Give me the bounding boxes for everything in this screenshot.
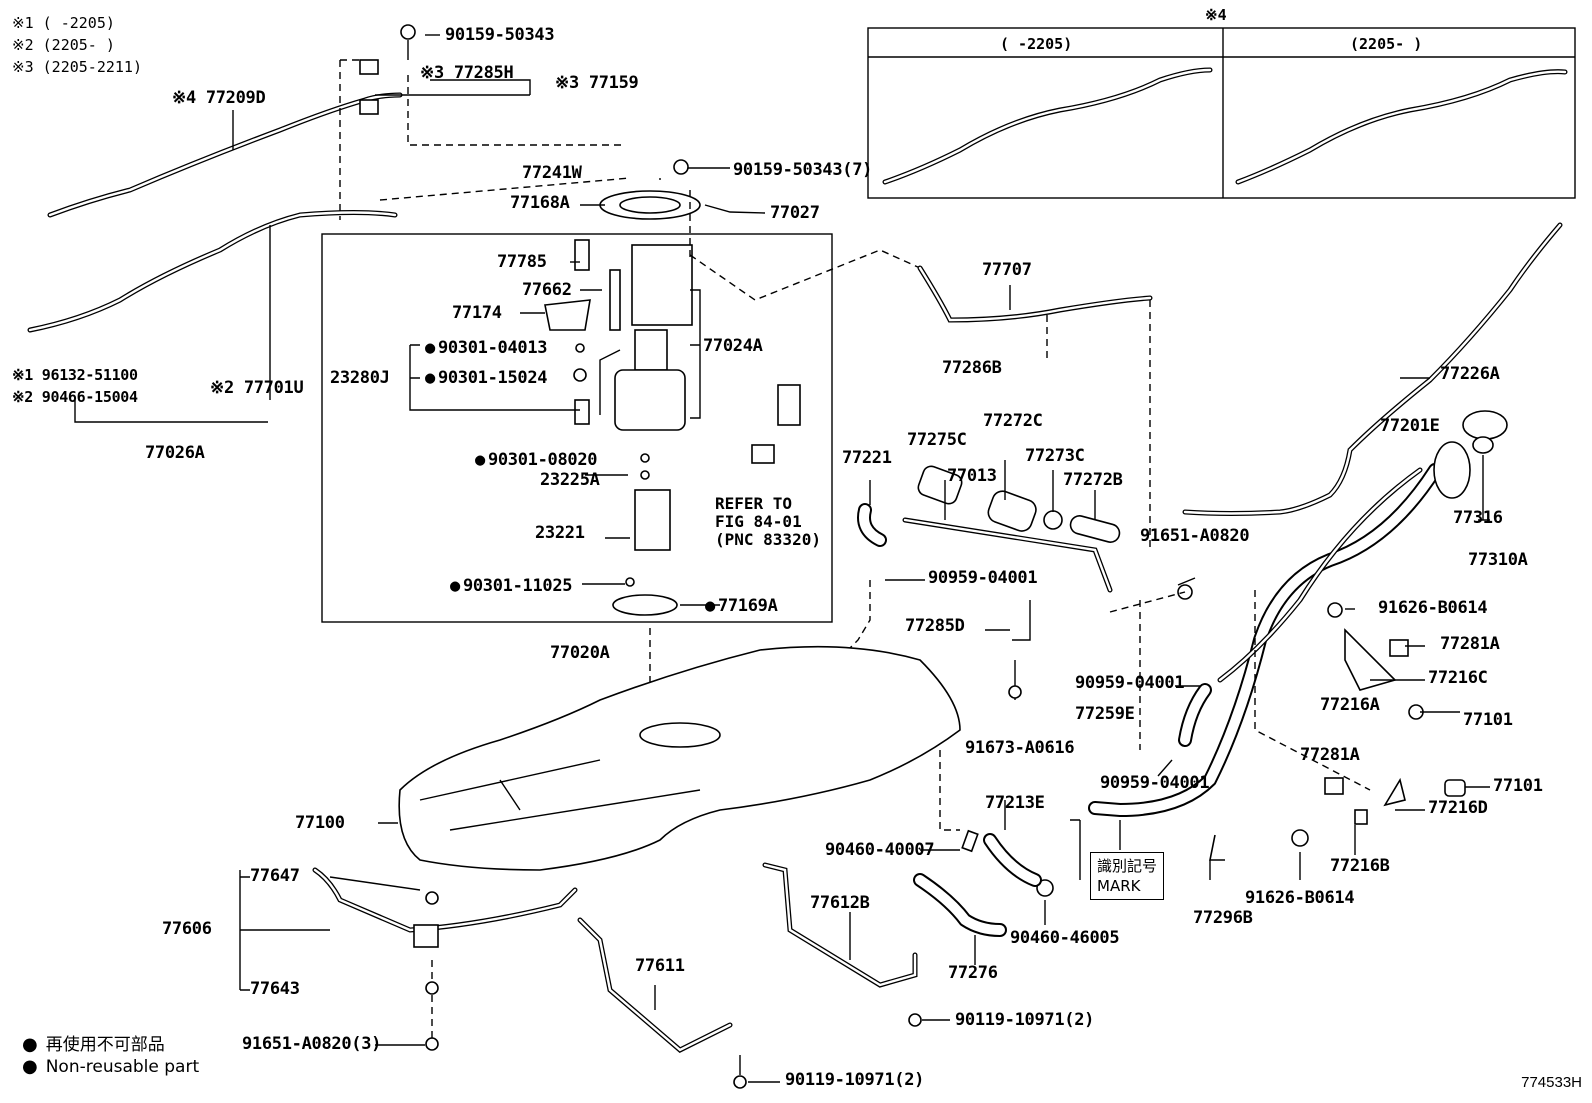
part-label[interactable]: 77310A [1468, 550, 1528, 570]
diagram-number: 774533H [1521, 1074, 1582, 1091]
note-3: ※3 (2205-2211) [12, 58, 142, 76]
part-label[interactable]: 90460-46005 [1010, 928, 1120, 948]
part-label[interactable]: 77024A [703, 336, 763, 356]
part-label[interactable]: 77707 [982, 260, 1032, 280]
part-label[interactable]: 91626-B0614 [1378, 598, 1488, 618]
legend-jp: ● 再使用不可部品 [22, 1030, 165, 1055]
fuel-tank [398, 645, 961, 871]
part-label[interactable]: 77213E [985, 793, 1045, 813]
part-label[interactable]: 77275C [907, 430, 967, 450]
part-label[interactable]: 77226A [1440, 364, 1500, 384]
mark-box-en: MARK [1097, 877, 1141, 895]
part-label[interactable]: 23225A [540, 470, 600, 490]
part-label[interactable]: 77643 [250, 979, 300, 999]
part-label[interactable]: 77662 [522, 280, 572, 300]
part-label[interactable]: 77281A [1300, 745, 1360, 765]
inset-col-right: (2205- ) [1350, 35, 1423, 53]
part-label[interactable]: 90959-04001 [1075, 673, 1185, 693]
part-label[interactable]: 77027 [770, 203, 820, 223]
note-2: ※2 (2205- ) [12, 36, 115, 54]
part-label[interactable]: 77606 [162, 919, 212, 939]
part-label[interactable]: 90301-11025 [450, 578, 573, 595]
variant-notes: ※1 ( -2205) ※2 (2205- ) ※3 (2205-2211) [12, 12, 142, 78]
part-label[interactable]: 77216A [1320, 695, 1380, 715]
fuel-line-upper [27, 59, 403, 333]
mark-box-jp: 識別記号 [1097, 857, 1158, 875]
part-label[interactable]: 91673-A0616 [965, 738, 1075, 758]
part-label[interactable]: 77296B [1193, 908, 1253, 928]
part-label[interactable]: 77259E [1075, 704, 1135, 724]
inset-mark: ※4 [1205, 6, 1227, 24]
part-label[interactable]: 90159-50343 [445, 25, 555, 45]
part-label[interactable]: 90959-04001 [928, 568, 1038, 588]
part-label[interactable]: 77216D [1428, 798, 1488, 818]
part-label[interactable]: 77101 [1493, 776, 1543, 796]
inset-box [867, 27, 1576, 199]
inset-col-left: ( -2205) [1000, 35, 1073, 53]
part-label[interactable]: 77273C [1025, 446, 1085, 466]
part-label[interactable]: 77221 [842, 448, 892, 468]
pump-parts [409, 159, 801, 690]
part-label[interactable]: 77611 [635, 956, 685, 976]
part-label[interactable]: 90119-10971(2) [955, 1010, 1095, 1030]
part-label[interactable]: 77272C [983, 411, 1043, 431]
part-label[interactable]: ※4 77209D [172, 88, 266, 108]
refer-note: REFER TO FIG 84-01 (PNC 83320) [715, 494, 821, 549]
part-label[interactable]: 77020A [550, 643, 610, 663]
part-label[interactable]: 77281A [1440, 634, 1500, 654]
part-label[interactable]: 77174 [452, 303, 502, 323]
part-label[interactable]: 77168A [510, 193, 570, 213]
legend-en-text: Non-reusable part [45, 1057, 200, 1077]
part-label[interactable]: 90159-50343(7) [733, 160, 873, 180]
part-label[interactable]: 77216B [1330, 856, 1390, 876]
mark-box: 識別記号 MARK [1090, 852, 1165, 900]
part-label[interactable]: 77612B [810, 893, 870, 913]
part-label[interactable]: 90460-40007 [825, 840, 935, 860]
vent-lines [689, 222, 1563, 550]
straps [239, 862, 922, 1089]
part-label[interactable]: 77785 [497, 252, 547, 272]
part-label[interactable]: 77241W [522, 163, 582, 183]
bullet-icon: ● [22, 1056, 38, 1077]
part-label[interactable]: 77101 [1463, 710, 1513, 730]
part-label[interactable]: 77647 [250, 866, 300, 886]
lower-hoses [913, 800, 1042, 965]
part-label[interactable]: 90301-15024 [425, 370, 548, 387]
part-label[interactable]: 77026A [145, 443, 205, 463]
part-label[interactable]: 77272B [1063, 470, 1123, 490]
part-label[interactable]: ※3 77285H [420, 63, 514, 83]
part-label[interactable]: 77169A [705, 598, 778, 615]
part-label[interactable]: 90301-08020 [475, 452, 598, 469]
part-label[interactable]: 77276 [948, 963, 998, 983]
part-label[interactable]: ※2 90466-15004 [12, 388, 138, 406]
legend-en: ● Non-reusable part [22, 1056, 199, 1077]
part-label[interactable]: 77286B [942, 358, 1002, 378]
part-label[interactable]: 23280J [330, 368, 390, 388]
part-label[interactable]: 23221 [535, 523, 585, 543]
part-label[interactable]: 77201E [1380, 416, 1440, 436]
part-label[interactable]: ※1 96132-51100 [12, 366, 138, 384]
middle-parts [847, 460, 1193, 750]
bullet-icon: ● [22, 1034, 38, 1055]
part-label[interactable]: 77100 [295, 813, 345, 833]
part-label[interactable]: ※3 77159 [555, 73, 639, 93]
part-label[interactable]: 90301-04013 [425, 340, 548, 357]
legend-jp-text: 再使用不可部品 [45, 1035, 165, 1055]
part-label[interactable]: 91626-B0614 [1245, 888, 1355, 908]
filler-neck [1036, 410, 1508, 897]
part-label[interactable]: ※2 77701U [210, 378, 304, 398]
part-label[interactable]: 90119-10971(2) [785, 1070, 925, 1090]
leader-lines [375, 34, 1490, 1083]
part-label[interactable]: 77316 [1453, 508, 1503, 528]
part-label[interactable]: 77216C [1428, 668, 1488, 688]
note-1: ※1 ( -2205) [12, 14, 115, 32]
part-label[interactable]: 77285D [905, 616, 965, 636]
part-label[interactable]: 91651-A0820 [1140, 526, 1250, 546]
pump-module-box [321, 233, 833, 623]
part-label[interactable]: 77013 [947, 466, 997, 486]
part-label[interactable]: 90959-04001 [1100, 773, 1210, 793]
part-label[interactable]: 91651-A0820(3) [242, 1034, 382, 1054]
